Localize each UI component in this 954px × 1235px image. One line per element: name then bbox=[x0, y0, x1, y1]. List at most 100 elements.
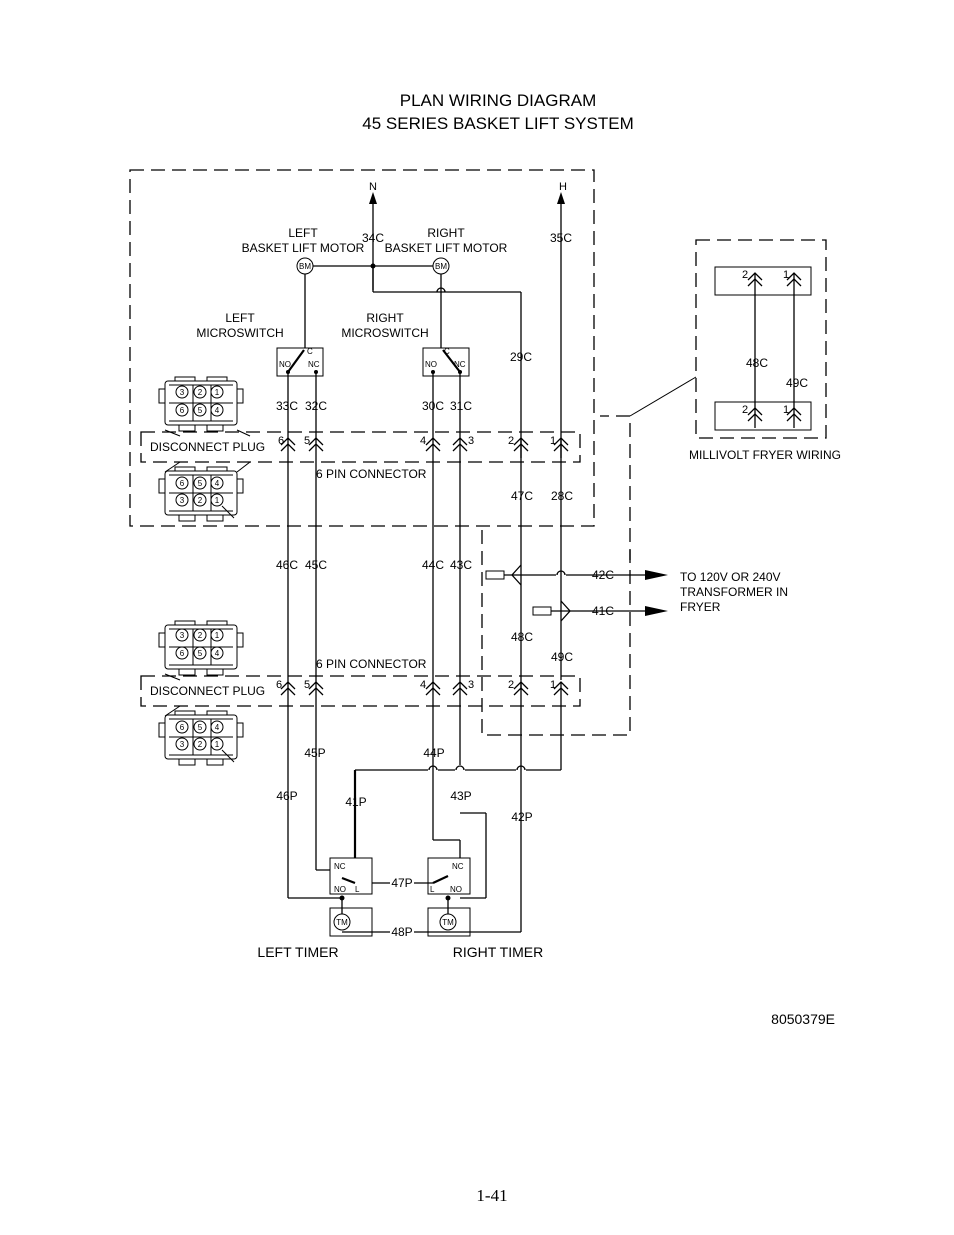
millivolt-top-pin-2: 2 bbox=[742, 269, 748, 281]
wire-label-34c: 34C bbox=[362, 231, 384, 245]
title-line-1: PLAN WIRING DIAGRAM bbox=[400, 91, 596, 110]
transformer-label-2: TRANSFORMER IN bbox=[680, 585, 788, 599]
left-microswitch: C NO NC bbox=[276, 347, 324, 377]
upper-connector-box bbox=[140, 431, 581, 463]
wire-label-29c: 29C bbox=[510, 350, 532, 364]
right-timer-nc: NC bbox=[452, 862, 464, 871]
millivolt-bottom-pin-1: 1 bbox=[783, 404, 789, 416]
upper-plug-m-pin-3: 3 bbox=[180, 496, 185, 505]
right-switch-nc: NC bbox=[454, 360, 466, 369]
right-switch-no: NO bbox=[425, 360, 437, 369]
upper-plug-m-pin-4: 4 bbox=[215, 479, 220, 488]
wire-label-35c: 35C bbox=[550, 231, 572, 245]
wire-label-44c: 44C bbox=[422, 558, 444, 572]
right-timer-no: NO bbox=[450, 885, 462, 894]
lower-plug-f-pin-4: 4 bbox=[215, 649, 220, 658]
wire-label-44p: 44P bbox=[423, 746, 444, 760]
right-motor-label-2: BASKET LIFT MOTOR bbox=[385, 241, 508, 255]
left-basket-lift-motor: BM bbox=[296, 257, 314, 275]
wire-label-47p: 47P bbox=[391, 876, 412, 890]
left-switch-label-2: MICROSWITCH bbox=[196, 326, 283, 340]
upper-plug-f-pin-2: 2 bbox=[198, 388, 203, 397]
transformer-label-3: FRYER bbox=[680, 600, 721, 614]
upper-plug-male: 6 5 4 3 2 1 bbox=[158, 466, 244, 522]
wire-label-31c: 31C bbox=[450, 399, 472, 413]
lower-plug-f-pin-6: 6 bbox=[180, 649, 185, 658]
upper-pin-3: 3 bbox=[468, 435, 474, 447]
lower-plug-f-pin-1: 1 bbox=[215, 631, 220, 640]
left-timer-label: LEFT TIMER bbox=[257, 944, 338, 960]
right-timer-symbol: TM bbox=[442, 918, 454, 927]
left-switch-c: C bbox=[307, 347, 313, 356]
upper-plug-f-pin-4: 4 bbox=[215, 406, 220, 415]
millivolt-top-pin-1: 1 bbox=[783, 269, 789, 281]
upper-pin-1: 1 bbox=[550, 435, 556, 447]
upper-plug-m-pin-2: 2 bbox=[198, 496, 203, 505]
upper-plug-f-pin-6: 6 bbox=[180, 406, 185, 415]
wire-label-41p: 41P bbox=[345, 795, 366, 809]
wire-label-49c: 49C bbox=[551, 650, 573, 664]
lower-plug-female: 3 2 1 6 5 4 bbox=[158, 620, 244, 676]
right-switch-label-1: RIGHT bbox=[366, 311, 404, 325]
millivolt-leader-line bbox=[629, 376, 697, 417]
millivolt-fryer-wiring: 2 1 2 1 bbox=[714, 266, 812, 431]
lower-6-pin-connector-label: 6 PIN CONNECTOR bbox=[316, 657, 427, 671]
lower-plug-f-pin-3: 3 bbox=[180, 631, 185, 640]
transformer-connections bbox=[485, 564, 668, 622]
left-motor-label-2: BASKET LIFT MOTOR bbox=[242, 241, 365, 255]
wire-label-43p: 43P bbox=[450, 789, 471, 803]
lower-plug-m-pin-3: 3 bbox=[180, 740, 185, 749]
millivolt-label: MILLIVOLT FRYER WIRING bbox=[689, 448, 841, 462]
left-switch-nc: NC bbox=[308, 360, 320, 369]
wire-label-48c: 48C bbox=[511, 630, 533, 644]
right-timer-l: L bbox=[430, 885, 435, 894]
lower-6-pin-connector: 6 5 4 3 2 1 bbox=[276, 679, 569, 703]
wire-label-45p: 45P bbox=[304, 746, 325, 760]
hot-label: H bbox=[559, 181, 567, 193]
upper-plug-f-pin-5: 5 bbox=[198, 406, 203, 415]
upper-pin-2: 2 bbox=[508, 435, 514, 447]
lower-pin-4: 4 bbox=[420, 679, 426, 691]
upper-plug-female: 3 2 1 6 5 4 bbox=[158, 376, 244, 432]
wire-label-46p: 46P bbox=[276, 789, 297, 803]
wire-label-42c: 42C bbox=[592, 568, 614, 582]
wire-label-47c: 47C bbox=[511, 489, 533, 503]
wire-label-48p: 48P bbox=[391, 925, 412, 939]
upper-pin-4: 4 bbox=[420, 435, 426, 447]
upper-plug-m-pin-5: 5 bbox=[198, 479, 203, 488]
wire-label-42p: 42P bbox=[511, 810, 532, 824]
left-motor-label-1: LEFT bbox=[288, 226, 318, 240]
left-switch-no: NO bbox=[279, 360, 291, 369]
lower-pin-5: 5 bbox=[304, 679, 310, 691]
wire-label-28c: 28C bbox=[551, 489, 573, 503]
upper-plug-m-pin-6: 6 bbox=[180, 479, 185, 488]
lower-pin-6: 6 bbox=[276, 679, 282, 691]
left-timer-no: NO bbox=[334, 885, 346, 894]
lower-plug-m-pin-5: 5 bbox=[198, 723, 203, 732]
upper-plug-m-pin-1: 1 bbox=[215, 496, 220, 505]
lower-disconnect-plug-label: DISCONNECT PLUG bbox=[150, 684, 265, 698]
lower-plug-f-pin-5: 5 bbox=[198, 649, 203, 658]
right-motor-label-1: RIGHT bbox=[427, 226, 465, 240]
lower-plug-m-pin-6: 6 bbox=[180, 723, 185, 732]
upper-6-pin-connector: 6 5 4 3 2 1 bbox=[278, 435, 569, 459]
right-switch-label-2: MICROSWITCH bbox=[341, 326, 428, 340]
lower-plug-m-pin-4: 4 bbox=[215, 723, 220, 732]
wire-label-33c: 33C bbox=[276, 399, 298, 413]
upper-disconnect-plug-label: DISCONNECT PLUG bbox=[150, 440, 265, 454]
right-basket-lift-motor: BM bbox=[432, 257, 450, 275]
right-microswitch: C NO NC bbox=[422, 347, 470, 377]
millivolt-enclosure-box bbox=[695, 239, 827, 439]
lower-pin-2: 2 bbox=[508, 679, 514, 691]
fryer-enclosure-box bbox=[129, 169, 595, 527]
right-motor-symbol: BM bbox=[435, 262, 447, 271]
wire-label-46c: 46C bbox=[276, 558, 298, 572]
left-timer-nc: NC bbox=[334, 862, 346, 871]
wire-label-30c: 30C bbox=[422, 399, 444, 413]
lower-plug-m-pin-1: 1 bbox=[215, 740, 220, 749]
upper-6-pin-connector-label: 6 PIN CONNECTOR bbox=[316, 467, 427, 481]
lower-plug-f-pin-2: 2 bbox=[198, 631, 203, 640]
wire-label-41c: 41C bbox=[592, 604, 614, 618]
neutral-label: N bbox=[369, 181, 377, 193]
